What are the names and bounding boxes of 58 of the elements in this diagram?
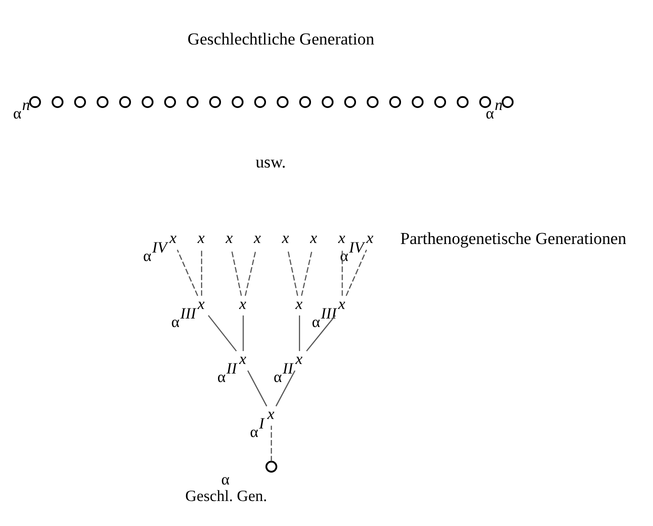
node-circle: [344, 96, 356, 108]
node-circle: [29, 96, 41, 108]
connector: [208, 315, 237, 352]
node-text: x: [198, 230, 205, 247]
node-text: x: [338, 296, 346, 313]
connector: [287, 250, 298, 296]
node-circle: [412, 96, 424, 108]
node-label: α: [221, 471, 230, 488]
connector: [346, 250, 368, 296]
node-circle: [96, 96, 108, 108]
node-circle: [74, 96, 86, 108]
connector: [247, 370, 268, 406]
node-circle: [186, 96, 198, 108]
connector: [244, 250, 256, 296]
connector: [242, 315, 244, 352]
connector: [298, 315, 300, 352]
node-circle: [389, 96, 402, 108]
node-circle: [322, 96, 334, 108]
node-circle: [265, 460, 278, 473]
connector: [201, 250, 202, 296]
node-text: x: [267, 406, 274, 424]
node-circle: [209, 96, 221, 108]
node-text: x: [366, 230, 374, 247]
connector: [231, 250, 242, 296]
node-text: x: [282, 230, 290, 247]
node-text: x: [254, 230, 261, 247]
node-text: x: [338, 230, 346, 247]
connector: [276, 370, 296, 406]
node-text: x: [198, 296, 205, 313]
node-text: x: [170, 230, 177, 247]
node-circle: [456, 96, 469, 108]
node-circle: [502, 96, 514, 108]
node-circle: [232, 96, 244, 108]
connector: [270, 426, 272, 462]
node-circle: [254, 96, 266, 108]
connector: [176, 250, 198, 296]
node-text: x: [239, 296, 246, 313]
node-circle: [142, 96, 154, 108]
node-text: x: [296, 350, 303, 368]
node-text: x: [226, 230, 233, 247]
node-circle: [434, 96, 446, 108]
connector: [342, 250, 343, 296]
connector: [300, 250, 313, 296]
node-circle: [366, 96, 379, 108]
node-text: x: [310, 230, 318, 247]
label: Geschlechtliche Generation: [188, 30, 374, 49]
node-text: x: [239, 350, 246, 368]
label: Parthenogenetische Generationen: [400, 228, 626, 248]
node-circle: [52, 96, 64, 108]
label: usw.: [256, 152, 286, 172]
node-circle: [276, 96, 289, 108]
connector: [306, 315, 336, 352]
node-text: x: [296, 296, 303, 313]
node-circle: [479, 96, 492, 108]
node-circle: [299, 96, 312, 108]
node-label: Geschl. Gen.: [185, 488, 268, 506]
node-circle: [164, 96, 176, 108]
node-circle: [119, 96, 131, 108]
